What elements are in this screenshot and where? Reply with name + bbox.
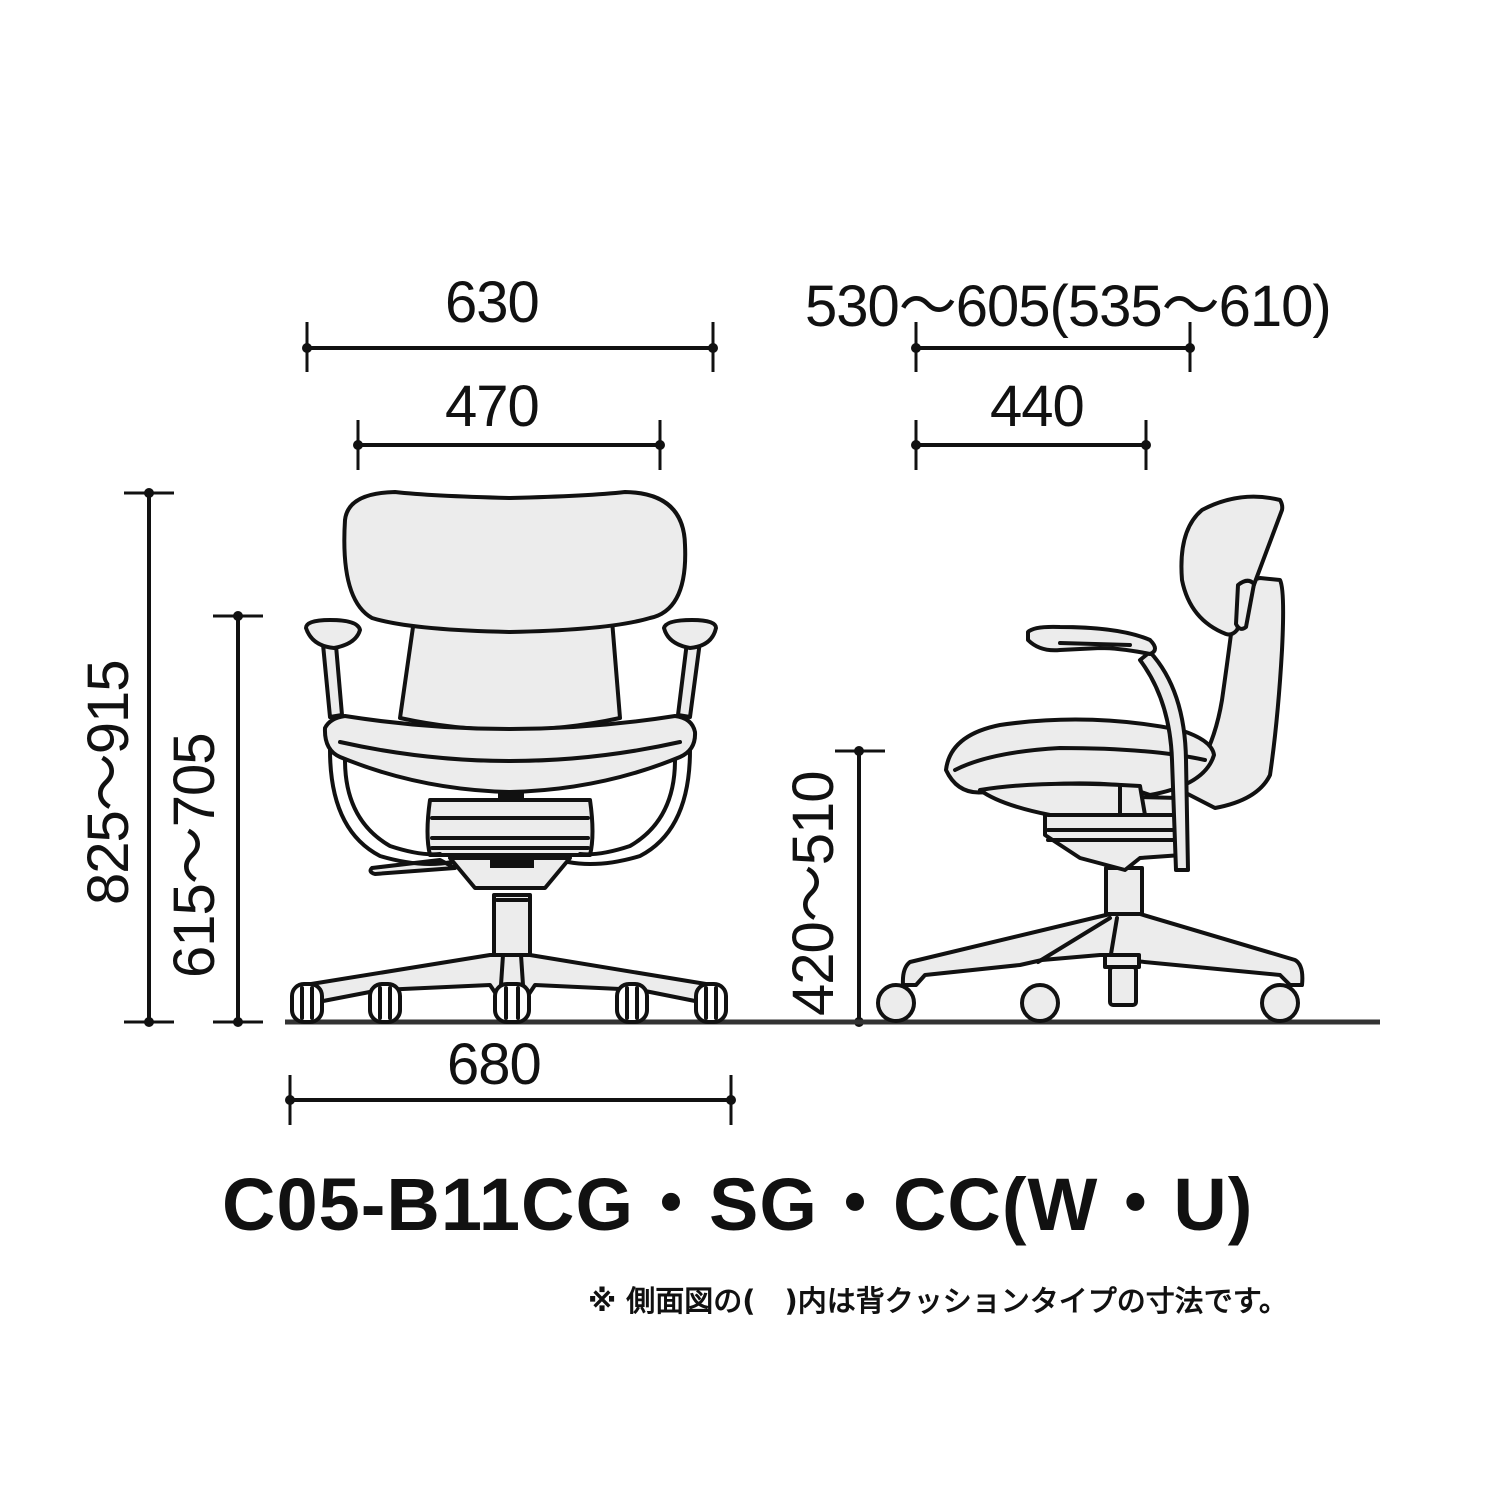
dimension-line-depth-overall — [911, 322, 1195, 372]
front-back-support — [398, 618, 622, 732]
front-view-chair — [290, 490, 728, 1024]
front-casters — [290, 982, 728, 1024]
label-base-width: 680 — [447, 1032, 542, 1097]
label-overall-height: 825～915 — [76, 660, 141, 905]
label-overall-width: 630 — [445, 270, 540, 335]
side-backrest — [1178, 576, 1286, 810]
dimension-line-440 — [911, 420, 1151, 470]
side-gas-cylinder — [1104, 866, 1144, 916]
label-seat-depth: 440 — [990, 374, 1085, 439]
dimension-line-overall-height — [124, 488, 174, 1027]
front-right-armrest-pad — [662, 618, 718, 650]
side-arm-support — [1138, 650, 1190, 872]
dimension-line-680 — [285, 1075, 736, 1125]
side-caster-stem — [1108, 965, 1138, 1007]
model-code: C05-B11CG・SG・CC(W・U) — [222, 1163, 1254, 1246]
side-casters — [876, 983, 1300, 1023]
side-armrest-pad — [1026, 624, 1157, 656]
dimension-line-470 — [353, 420, 665, 470]
front-backrest — [342, 490, 688, 634]
front-seat — [322, 714, 698, 794]
front-right-arm-frame — [566, 748, 692, 866]
label-backrest-width: 470 — [445, 374, 540, 439]
footnote: ※ 側面図の( )内は背クッションタイプの寸法です。 — [588, 1284, 1288, 1318]
label-armrest-height: 615～705 — [162, 733, 227, 978]
front-left-armrest-pad — [304, 618, 362, 650]
front-gas-cylinder — [492, 893, 532, 957]
side-headrest — [1179, 494, 1285, 637]
label-seat-height: 420～510 — [781, 771, 846, 1016]
dimension-line-630 — [302, 322, 718, 372]
side-view-chair — [876, 494, 1305, 1023]
label-overall-depth: 530～605(535～610) — [805, 274, 1332, 339]
dimension-line-armrest-height — [213, 611, 263, 1027]
front-left-arm-frame — [328, 748, 454, 866]
